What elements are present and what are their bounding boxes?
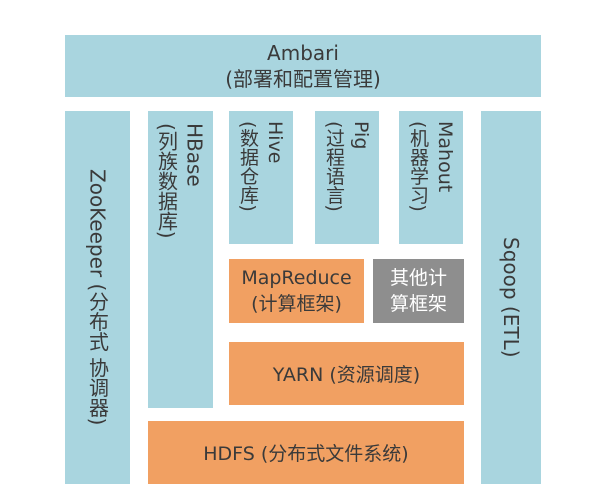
hdfs-block: HDFS (分布式文件系统): [148, 421, 464, 484]
other-frameworks-line1: 其他计: [389, 267, 447, 289]
ambari-desc: (部署和配置管理): [225, 67, 381, 91]
ambari-block: Ambari (部署和配置管理): [65, 35, 541, 97]
hdfs-label: HDFS (分布式文件系统): [203, 443, 409, 465]
pig-block: Pig (过程语言): [315, 111, 379, 244]
hive-desc: (数据仓库): [237, 121, 259, 212]
hbase-name: HBase: [182, 123, 207, 187]
mapreduce-desc: (计算框架): [251, 293, 342, 315]
hbase-label-group: HBase (列族数据库): [155, 123, 207, 239]
hbase-block: HBase (列族数据库): [148, 111, 213, 408]
hive-label-group: Hive (数据仓库): [236, 121, 286, 212]
pig-name: Pig: [349, 121, 372, 150]
zookeeper-label: ZooKeeper (分布式 协调器): [85, 169, 110, 426]
mapreduce-name: MapReduce: [241, 267, 352, 289]
pig-desc: (过程语言): [323, 121, 345, 212]
ambari-name: Ambari: [267, 41, 339, 65]
yarn-block: YARN (资源调度): [229, 342, 464, 405]
mahout-label-group: Mahout (机器学习): [406, 121, 456, 212]
mahout-desc: (机器学习): [407, 121, 429, 212]
zookeeper-block: ZooKeeper (分布式 协调器): [65, 111, 130, 484]
other-frameworks-block: 其他计 算框架: [373, 259, 464, 323]
hive-block: Hive (数据仓库): [229, 111, 293, 244]
hive-name: Hive: [263, 121, 286, 164]
other-frameworks-line2: 算框架: [389, 293, 447, 315]
mahout-name: Mahout: [433, 121, 456, 193]
mapreduce-block: MapReduce (计算框架): [229, 259, 364, 323]
hbase-desc: (列族数据库): [154, 123, 179, 239]
sqoop-label: Sqoop (ETL): [499, 237, 523, 358]
sqoop-block: Sqoop (ETL): [481, 111, 541, 484]
mahout-block: Mahout (机器学习): [399, 111, 463, 244]
pig-label-group: Pig (过程语言): [322, 121, 372, 212]
yarn-label: YARN (资源调度): [272, 364, 421, 386]
